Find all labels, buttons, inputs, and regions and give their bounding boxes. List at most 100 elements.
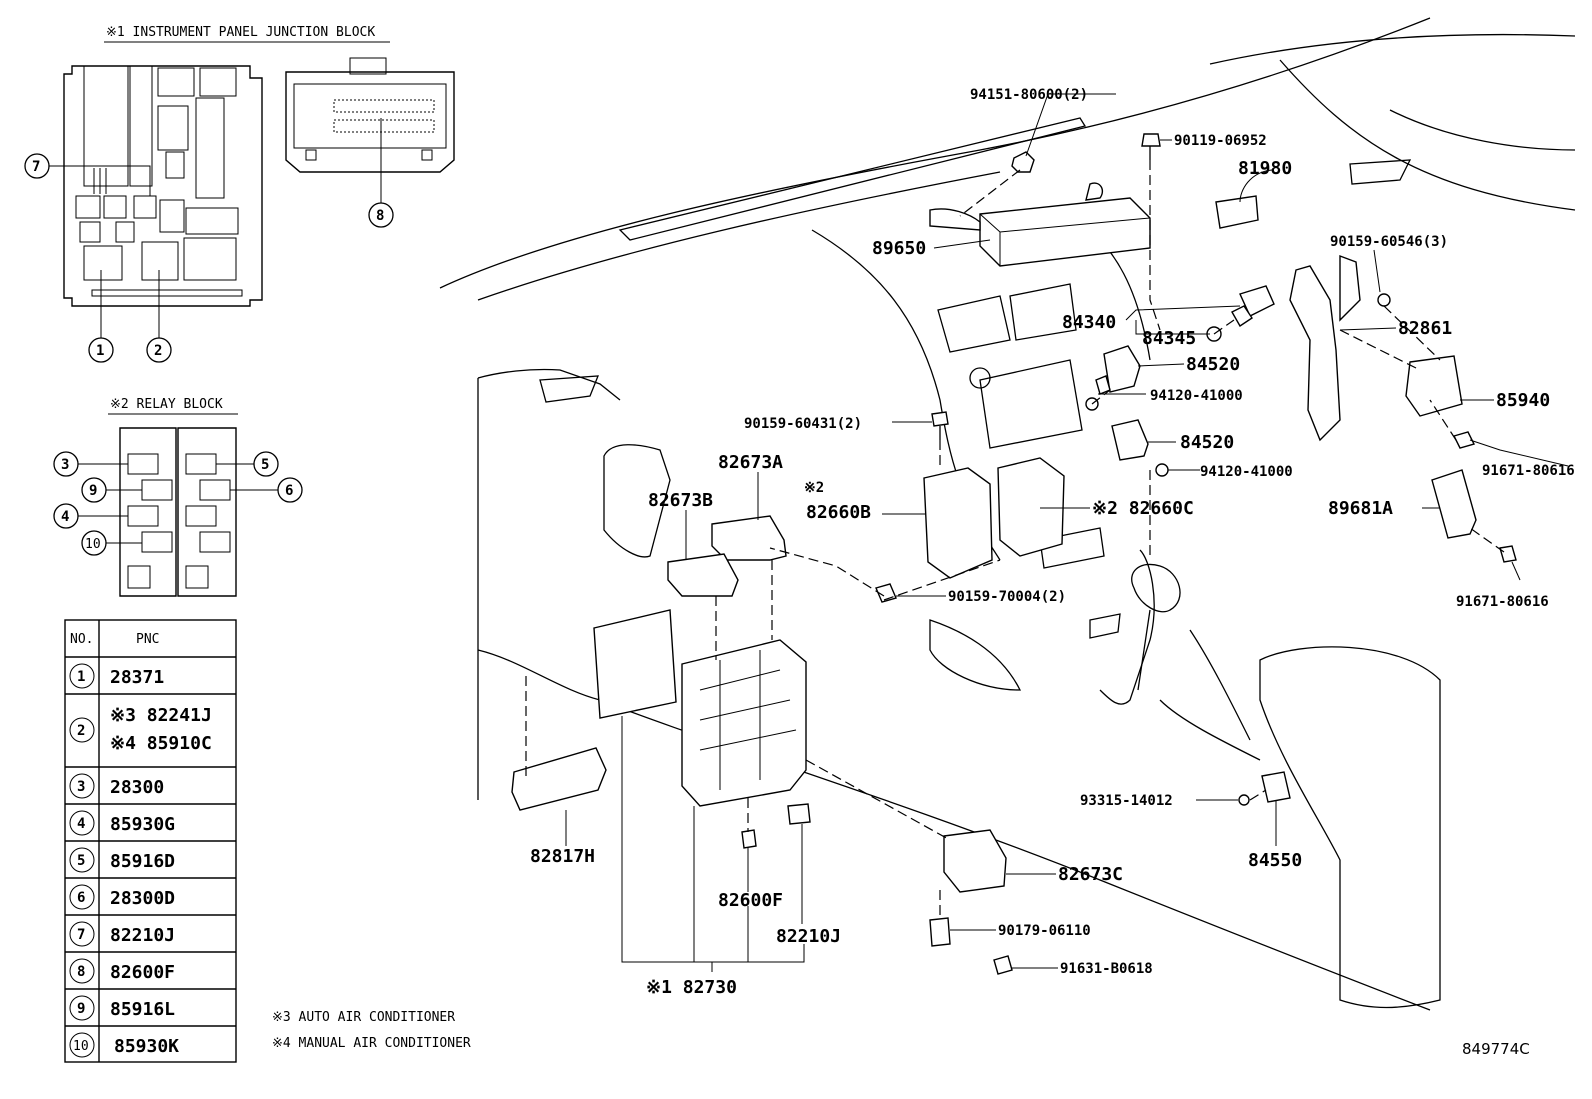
left-vent — [603, 444, 671, 558]
dash-line — [883, 559, 1001, 601]
row-circle — [69, 810, 95, 836]
label-90159-60431: 90159-60431(2) — [744, 416, 862, 432]
relay-socket — [199, 67, 237, 97]
clip-90179 — [929, 917, 951, 947]
leader-lines — [565, 93, 1569, 972]
label-94120-41000-b: 94120-41000 — [1200, 464, 1293, 480]
unit-89681A — [1431, 469, 1477, 539]
center-vent-1 — [937, 295, 1011, 353]
latch — [421, 149, 433, 161]
leader — [933, 239, 991, 249]
row-no: 7 — [77, 927, 85, 943]
row-pnc: 82600F — [110, 962, 175, 983]
relay — [185, 505, 217, 527]
bolt-91671-a — [1452, 431, 1476, 449]
label-91631-B0618: 91631-B0618 — [1060, 961, 1153, 977]
row-no: 8 — [77, 964, 85, 980]
relay-socket — [165, 151, 185, 179]
switch-tip — [1231, 305, 1253, 327]
leader — [1511, 561, 1521, 581]
mount-tab — [127, 565, 151, 589]
relay-socket — [133, 195, 157, 219]
connector-strip — [91, 289, 243, 297]
note-manual-ac: ※4 MANUAL AIR CONDITIONER — [272, 1036, 471, 1051]
bolt-90119 — [1141, 133, 1161, 147]
defroster-vent — [618, 117, 1087, 241]
ecu-89650 — [979, 197, 1151, 267]
lower-panel-left — [929, 619, 1022, 691]
dash-line — [1429, 399, 1457, 441]
fuse-slot — [195, 97, 225, 199]
relay-block-title: ※2 RELAY BLOCK — [110, 397, 223, 412]
fuse-slot — [129, 65, 153, 187]
bolt-90159-60431 — [931, 411, 949, 427]
row-circle — [69, 1032, 95, 1058]
label-82730: ※1 82730 — [646, 977, 737, 998]
connector-face — [293, 83, 447, 149]
bolt-91631 — [993, 955, 1013, 975]
connector-pins-top — [333, 99, 435, 133]
bracket-82861 — [1289, 265, 1341, 442]
module-81980 — [1215, 195, 1259, 229]
relay-socket — [79, 221, 101, 243]
nut-94120-b — [1155, 463, 1169, 477]
label-90159-70004: 90159-70004(2) — [948, 589, 1066, 605]
row-pnc: 85916D — [110, 851, 175, 872]
row-no: 3 — [77, 779, 85, 795]
dash-lower-edge — [477, 649, 1431, 1011]
relay-block-right — [177, 427, 237, 597]
center-vent-2 — [1009, 283, 1077, 341]
cover-plate — [593, 609, 677, 719]
label-84550: 84550 — [1248, 850, 1302, 871]
dash-top-inner — [477, 171, 1001, 301]
relay-socket — [75, 195, 101, 219]
label-82600F: 82600F — [718, 890, 783, 911]
callout-1: 1 — [96, 343, 104, 359]
label-93315-14012: 93315-14012 — [1080, 793, 1173, 809]
table-header-pnc: PNC — [136, 632, 159, 647]
dash-line — [1149, 160, 1161, 331]
relay-socket — [157, 105, 189, 151]
relay-block-left — [119, 427, 177, 597]
row-pnc: 85930K — [114, 1036, 179, 1057]
table-header-no: NO. — [70, 632, 93, 647]
ecu-bracket — [929, 208, 981, 231]
label-82660B-note: ※2 — [804, 480, 824, 496]
switch-84520-a — [1103, 345, 1141, 393]
callout-4: 4 — [61, 509, 69, 525]
leader — [1137, 363, 1185, 367]
leader-line — [49, 165, 151, 196]
label-89650: 89650 — [872, 238, 926, 259]
label-84520-b: 84520 — [1180, 432, 1234, 453]
relay-socket — [115, 221, 135, 243]
row-no: 10 — [73, 1039, 89, 1054]
label-82673A: 82673A — [718, 452, 783, 473]
ecu-bracket-2 — [1085, 182, 1104, 201]
relay-socket — [159, 199, 185, 233]
bolt-90159-60546 — [1377, 293, 1391, 307]
lower-slot — [1089, 613, 1121, 639]
row-no: 6 — [77, 890, 85, 906]
windshield-edge — [1209, 33, 1576, 65]
leader — [1135, 320, 1210, 335]
junction-block-detail — [699, 650, 797, 790]
row-pnc: 28300D — [110, 888, 175, 909]
components — [511, 133, 1517, 975]
dash-line — [1249, 789, 1267, 801]
dash-right-edge — [1279, 59, 1576, 211]
row-pnc: 82210J — [110, 925, 175, 946]
row-circle — [69, 884, 95, 910]
shift-lever — [1137, 609, 1151, 691]
label-94120-41000-a: 94120-41000 — [1150, 388, 1243, 404]
dash-line — [1383, 305, 1441, 361]
center-console — [1259, 646, 1441, 1009]
bolt-93315 — [1238, 794, 1250, 806]
label-89681A: 89681A — [1328, 498, 1393, 519]
bracket-82730 — [621, 716, 805, 963]
relay-10 — [141, 531, 173, 553]
relay-socket-2 — [141, 241, 179, 281]
console-edge-2 — [1189, 629, 1251, 741]
relay-85940 — [1405, 355, 1463, 417]
row-pnc: 85916L — [110, 999, 175, 1020]
callout-2: 2 — [154, 343, 162, 359]
